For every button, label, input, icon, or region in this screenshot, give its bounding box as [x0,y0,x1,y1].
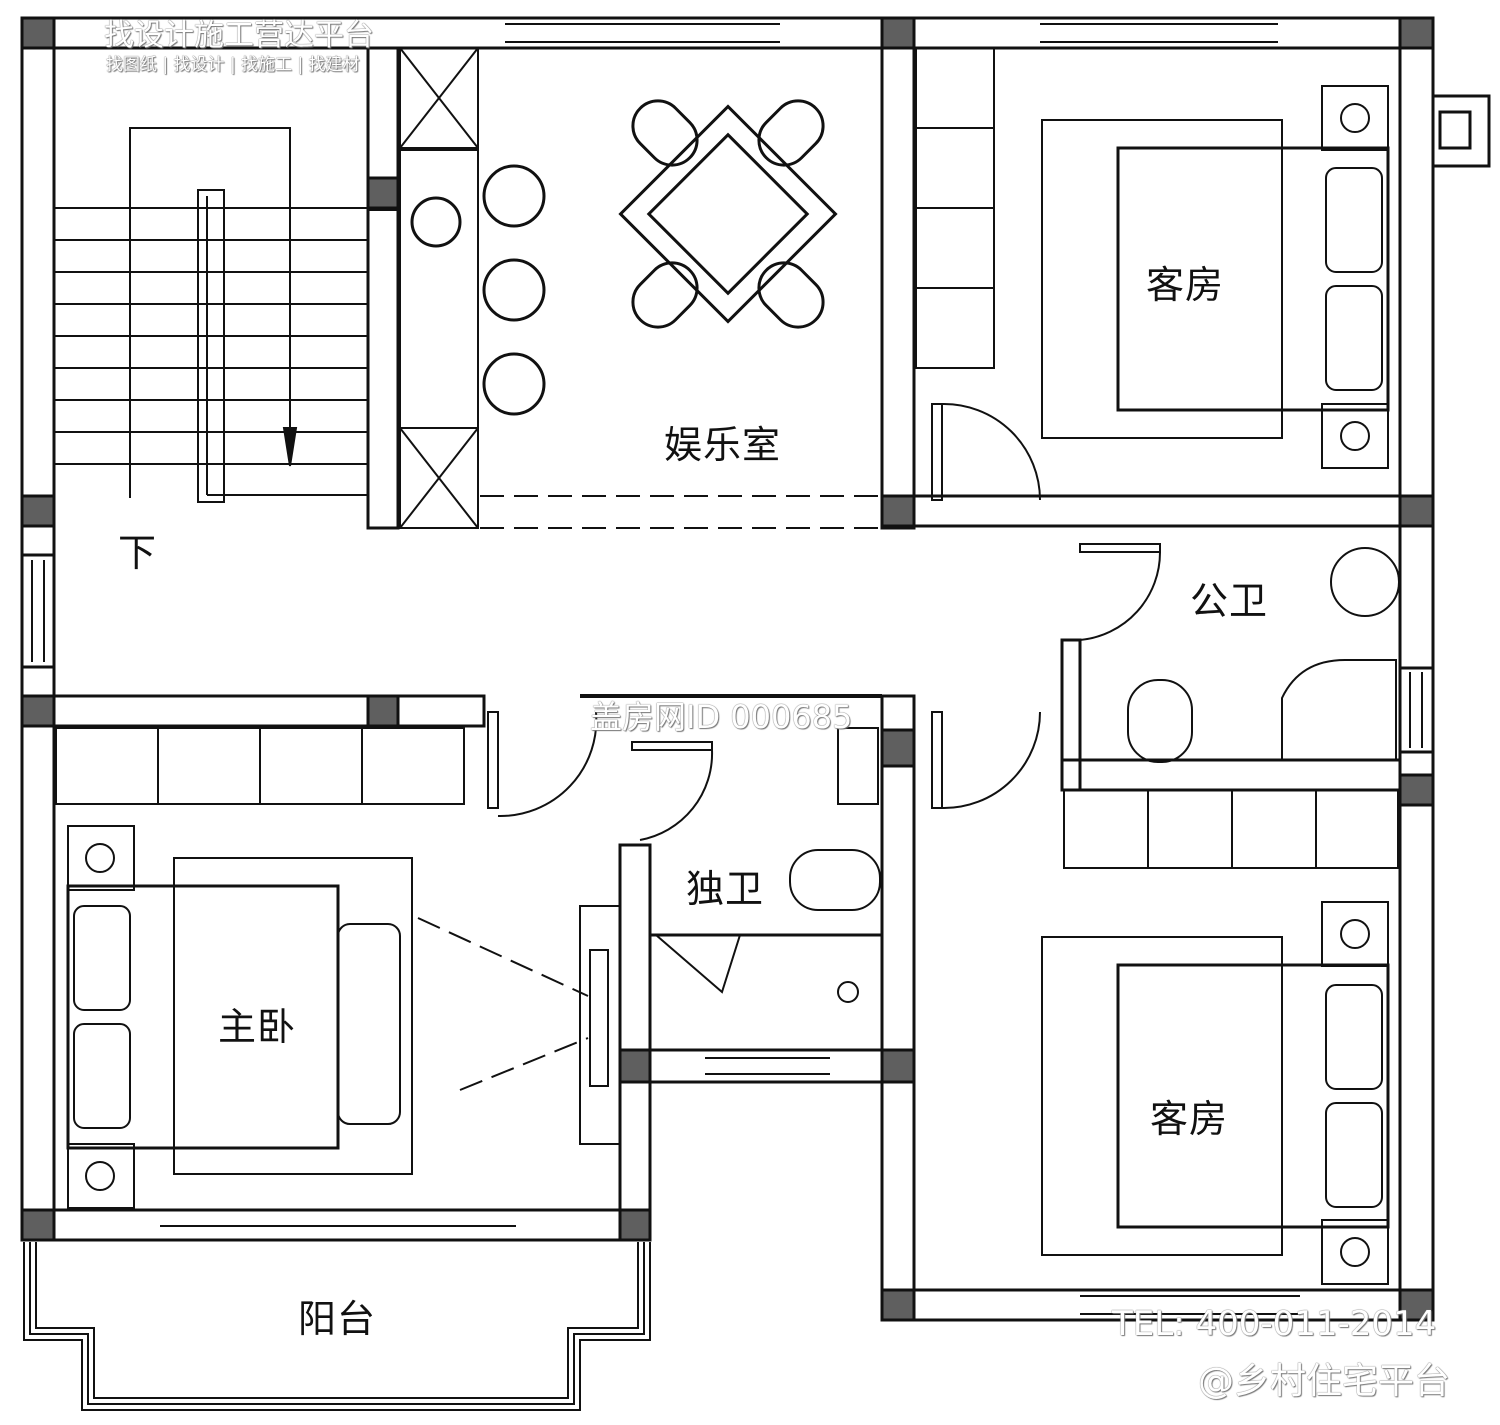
room-label-private-bath: 独卫 [686,867,765,911]
watermark-brand-title: 找设计施工营达平台 [104,18,374,53]
watermark-brand-sub: 找图纸 | 找设计 | 找施工 | 找建材 [106,55,360,75]
wardrobes [55,47,1399,869]
staircase [54,127,368,503]
watermark-plan-id: 盖房网ID 000685 [590,698,853,736]
entertainment-furniture [410,99,838,416]
room-label-balcony: 阳台 [298,1297,377,1341]
room-label-guest-bottom: 客房 [1150,1097,1229,1141]
balcony-railing [23,1225,651,1411]
columns [20,16,1435,1322]
watermark-tel: TEL: 400-011-2014 [1112,1304,1437,1344]
stair-down-label: 下 [118,531,158,575]
room-label-guest-top: 客房 [1146,263,1225,307]
watermark-handle: @乡村住宅平台 [1198,1361,1451,1402]
doors [480,402,1162,994]
bathroom-fixtures [789,547,1400,1003]
exterior-walls [20,16,1491,1322]
room-label-master: 主卧 [218,1005,297,1049]
beds [66,85,1390,1285]
room-label-entertainment: 娱乐室 [664,423,782,467]
room-label-public-bath: 公卫 [1190,579,1269,623]
